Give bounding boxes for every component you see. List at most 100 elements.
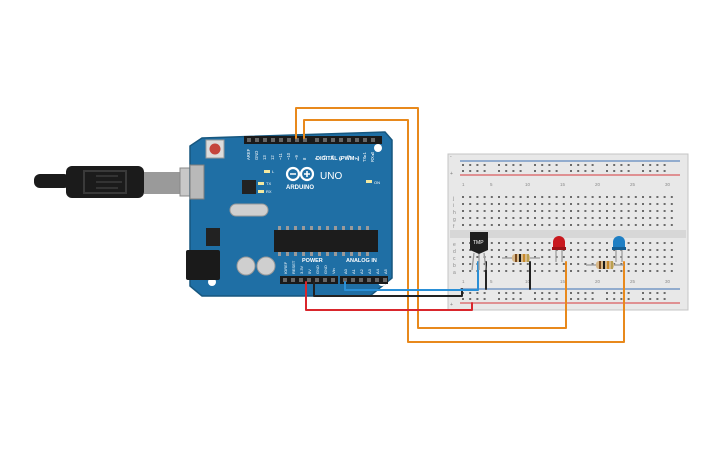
breadboard-hole[interactable] xyxy=(606,242,608,244)
breadboard-hole[interactable] xyxy=(620,270,623,272)
breadboard-hole[interactable] xyxy=(570,242,572,244)
breadboard-hole[interactable] xyxy=(469,203,472,205)
breadboard-hole[interactable] xyxy=(656,249,659,251)
breadboard-hole[interactable] xyxy=(519,164,522,166)
orange-wire-pin12[interactable] xyxy=(295,107,567,329)
breadboard-hole[interactable] xyxy=(570,256,572,258)
breadboard-hole[interactable] xyxy=(649,224,652,226)
breadboard-hole[interactable] xyxy=(649,217,652,219)
breadboard-hole[interactable] xyxy=(649,270,652,272)
breadboard-hole[interactable] xyxy=(541,292,544,294)
breadboard-hole[interactable] xyxy=(483,210,486,212)
breadboard-hole[interactable] xyxy=(591,196,594,198)
breadboard-hole[interactable] xyxy=(462,210,464,212)
breadboard-hole[interactable] xyxy=(541,242,544,244)
breadboard-hole[interactable] xyxy=(584,270,587,272)
red-led[interactable] xyxy=(552,236,566,262)
breadboard-hole[interactable] xyxy=(663,263,666,265)
breadboard-hole[interactable] xyxy=(519,196,522,198)
breadboard-hole[interactable] xyxy=(620,203,623,205)
breadboard-hole[interactable] xyxy=(555,270,558,272)
breadboard-hole[interactable] xyxy=(519,292,522,294)
breadboard-hole[interactable] xyxy=(562,217,565,219)
breadboard-hole[interactable] xyxy=(519,217,522,219)
breadboard-hole[interactable] xyxy=(519,203,522,205)
breadboard-hole[interactable] xyxy=(656,196,659,198)
breadboard-hole[interactable] xyxy=(663,249,666,251)
breadboard-hole[interactable] xyxy=(548,292,551,294)
breadboard-hole[interactable] xyxy=(670,242,673,244)
breadboard-hole[interactable] xyxy=(570,170,572,172)
breadboard-hole[interactable] xyxy=(498,298,500,300)
breadboard-hole[interactable] xyxy=(476,170,479,172)
breadboard-hole[interactable] xyxy=(555,164,558,166)
breadboard-hole[interactable] xyxy=(627,217,630,219)
breadboard-hole[interactable] xyxy=(570,196,572,198)
breadboard-hole[interactable] xyxy=(562,203,565,205)
temperature-sensor[interactable]: TMP xyxy=(470,232,488,271)
breadboard-hole[interactable] xyxy=(476,292,479,294)
breadboard-hole[interactable] xyxy=(512,217,515,219)
breadboard-hole[interactable] xyxy=(642,224,644,226)
breadboard-hole[interactable] xyxy=(591,270,594,272)
breadboard-hole[interactable] xyxy=(670,263,673,265)
breadboard-hole[interactable] xyxy=(469,210,472,212)
breadboard-hole[interactable] xyxy=(649,256,652,258)
breadboard-hole[interactable] xyxy=(591,263,594,265)
breadboard-hole[interactable] xyxy=(541,298,544,300)
breadboard-hole[interactable] xyxy=(548,249,551,251)
breadboard-hole[interactable] xyxy=(663,298,666,300)
breadboard-hole[interactable] xyxy=(562,196,565,198)
breadboard-hole[interactable] xyxy=(469,196,472,198)
breadboard-hole[interactable] xyxy=(627,164,630,166)
breadboard-hole[interactable] xyxy=(541,164,544,166)
breadboard-hole[interactable] xyxy=(606,270,608,272)
breadboard-hole[interactable] xyxy=(656,170,659,172)
breadboard-hole[interactable] xyxy=(483,196,486,198)
breadboard-hole[interactable] xyxy=(526,242,529,244)
breadboard-hole[interactable] xyxy=(620,217,623,219)
red-wire-5v[interactable] xyxy=(305,281,473,311)
breadboard-hole[interactable] xyxy=(548,242,551,244)
breadboard-hole[interactable] xyxy=(505,210,508,212)
breadboard-hole[interactable] xyxy=(490,256,493,258)
breadboard-hole[interactable] xyxy=(462,164,464,166)
breadboard-hole[interactable] xyxy=(584,256,587,258)
breadboard-hole[interactable] xyxy=(541,263,544,265)
breadboard-hole[interactable] xyxy=(512,242,515,244)
breadboard-hole[interactable] xyxy=(570,270,572,272)
breadboard-hole[interactable] xyxy=(627,210,630,212)
breadboard-hole[interactable] xyxy=(534,249,536,251)
breadboard-hole[interactable] xyxy=(620,224,623,226)
breadboard-hole[interactable] xyxy=(534,224,536,226)
breadboard-hole[interactable] xyxy=(606,164,608,166)
breadboard-hole[interactable] xyxy=(642,298,644,300)
breadboard-hole[interactable] xyxy=(562,256,565,258)
breadboard-hole[interactable] xyxy=(598,249,601,251)
breadboard-hole[interactable] xyxy=(634,217,637,219)
breadboard-hole[interactable] xyxy=(498,249,500,251)
breadboard-hole[interactable] xyxy=(534,263,536,265)
breadboard-hole[interactable] xyxy=(505,224,508,226)
breadboard-hole[interactable] xyxy=(642,217,644,219)
breadboard-hole[interactable] xyxy=(512,196,515,198)
breadboard-hole[interactable] xyxy=(642,164,644,166)
breadboard-hole[interactable] xyxy=(613,298,616,300)
breadboard-hole[interactable] xyxy=(620,298,623,300)
breadboard-hole[interactable] xyxy=(570,298,572,300)
breadboard-hole[interactable] xyxy=(598,270,601,272)
breadboard-hole[interactable] xyxy=(498,224,500,226)
breadboard-hole[interactable] xyxy=(577,203,580,205)
breadboard-hole[interactable] xyxy=(490,210,493,212)
breadboard-hole[interactable] xyxy=(548,270,551,272)
breadboard-hole[interactable] xyxy=(505,196,508,198)
breadboard-hole[interactable] xyxy=(613,196,616,198)
breadboard-hole[interactable] xyxy=(555,210,558,212)
breadboard-hole[interactable] xyxy=(555,263,558,265)
breadboard-hole[interactable] xyxy=(656,270,659,272)
breadboard-hole[interactable] xyxy=(505,270,508,272)
breadboard-hole[interactable] xyxy=(598,210,601,212)
breadboard-hole[interactable] xyxy=(483,270,486,272)
breadboard-hole[interactable] xyxy=(555,203,558,205)
breadboard-hole[interactable] xyxy=(584,196,587,198)
